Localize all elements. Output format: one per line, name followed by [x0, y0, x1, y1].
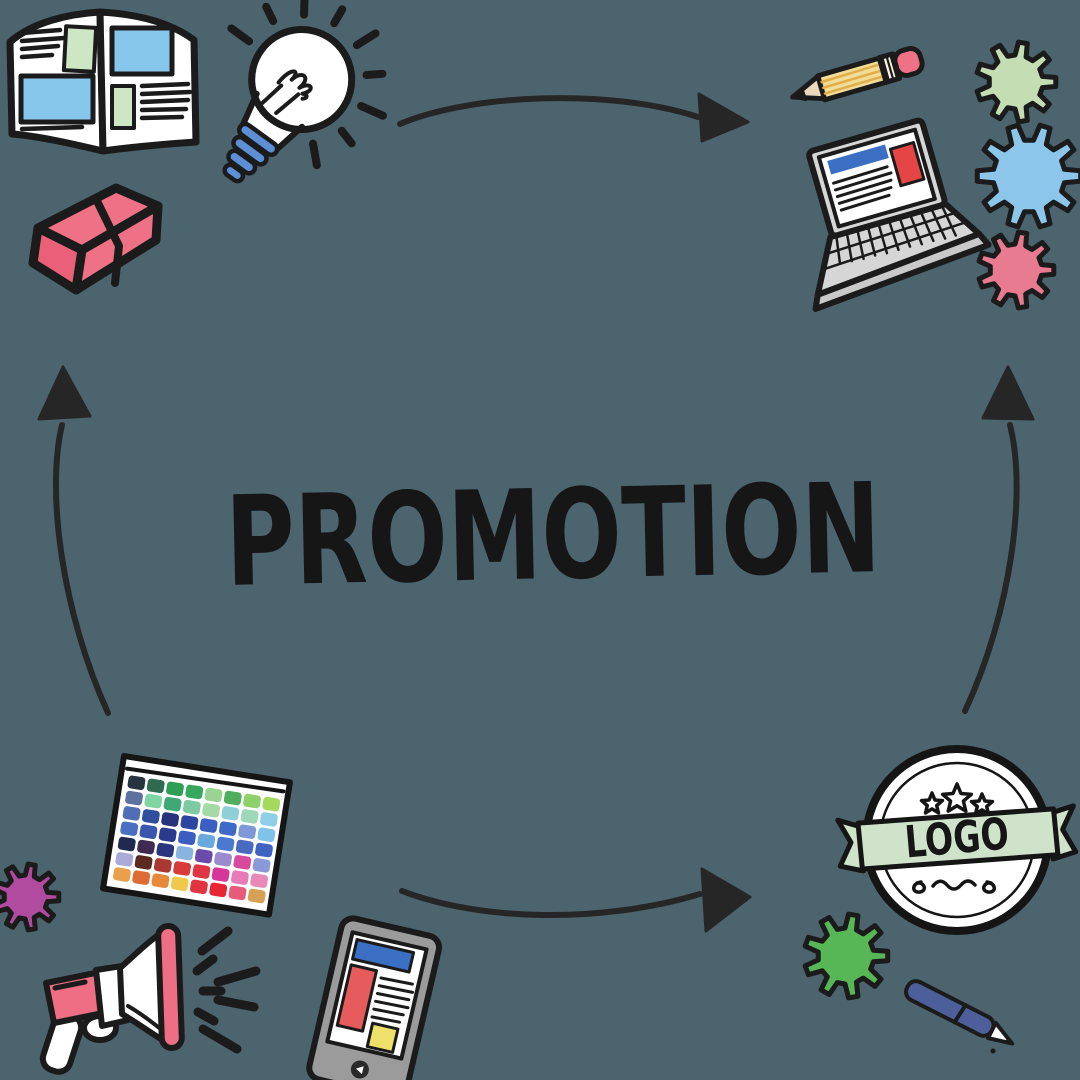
magazine-left-page: [18, 24, 99, 132]
palette-swatch: [175, 845, 194, 861]
palette-swatch: [158, 827, 177, 843]
palette-swatch: [173, 861, 192, 876]
palette-swatch: [204, 787, 223, 803]
palette-swatch: [214, 852, 232, 867]
palette-swatch: [182, 799, 201, 815]
palette-swatch: [180, 815, 199, 830]
palette-swatch: [146, 778, 165, 794]
lightbulb-base: [222, 121, 280, 184]
palette-swatch: [199, 818, 218, 833]
laptop-screen-image-block: [888, 141, 926, 188]
ink-dot: [990, 1048, 996, 1054]
gear-green-icon: [974, 39, 1059, 125]
palette-swatch: [221, 806, 240, 821]
palette-swatch: [151, 873, 170, 888]
star-icon: [940, 782, 974, 813]
magazine-right-page: [109, 25, 193, 130]
palette-swatch: [197, 833, 216, 849]
palette-swatch: [120, 821, 139, 836]
pen-icon: [904, 979, 1015, 1046]
palette-swatch: [219, 821, 237, 836]
badge-label: LOGO: [903, 809, 1011, 869]
gear-pink-icon: [976, 229, 1057, 311]
palette-swatch: [235, 839, 254, 855]
megaphone-icon: [39, 923, 261, 1075]
badge-stars: [919, 782, 995, 816]
palette-swatch: [139, 824, 158, 840]
palette-swatch: [262, 796, 281, 812]
palette-swatch: [156, 842, 175, 858]
palette-swatch: [216, 836, 235, 852]
palette-swatch: [228, 885, 247, 901]
pencil-icon: [790, 46, 925, 103]
star-icon: [919, 791, 945, 815]
palette-swatch: [144, 793, 163, 809]
gear-green2-icon: [802, 911, 891, 1001]
eraser-icon: [28, 183, 163, 295]
curved-arrow-right-icon: [962, 365, 1035, 714]
page-title: PROMOTION: [224, 457, 882, 615]
palette-swatch: [240, 809, 259, 824]
curved-arrow-top-icon: [397, 92, 750, 143]
palette-swatch: [127, 775, 146, 791]
palette-swatch: [192, 864, 211, 879]
palette-swatch: [257, 827, 276, 842]
palette-swatch: [202, 803, 220, 818]
palette-swatch: [117, 836, 136, 852]
laptop-icon: [806, 117, 992, 312]
palette-swatch: [190, 879, 208, 895]
smartphone-icon: [306, 915, 443, 1080]
sound-waves: [192, 926, 261, 1054]
palette-swatch: [163, 796, 182, 812]
phone-screen-banner: [351, 938, 416, 974]
palette-swatch: [211, 867, 230, 882]
palette-swatch: [132, 870, 151, 885]
palette-swatch: [170, 876, 189, 892]
color-palette-grid: [113, 775, 281, 904]
badge-flourish: [912, 879, 996, 894]
palette-swatch: [153, 858, 172, 873]
palette-swatch: [125, 790, 143, 806]
palette-swatch: [137, 839, 155, 855]
palette-swatch: [161, 812, 180, 827]
palette-swatch: [243, 793, 261, 809]
laptop-keyboard: [822, 204, 968, 271]
lightbulb-rays: [227, 0, 387, 170]
palette-swatch: [115, 852, 134, 867]
laptop-screen-banner: [827, 144, 889, 175]
phone-screen-image-block: [335, 963, 379, 1033]
palette-swatch: [250, 873, 269, 888]
palette-swatch: [166, 781, 184, 797]
palette-swatch: [252, 858, 271, 873]
badge-ribbon: LOGO: [835, 803, 1079, 874]
open-magazine-icon: [6, 8, 200, 155]
palette-swatch: [223, 790, 242, 806]
palette-swatch: [141, 809, 160, 824]
palette-swatch: [178, 830, 196, 846]
palette-swatch: [134, 855, 153, 870]
palette-swatch: [259, 812, 278, 827]
curved-arrow-left-icon: [37, 365, 111, 716]
palette-swatch: [255, 842, 273, 858]
gear-blue-icon: [974, 122, 1080, 230]
palette-swatch: [238, 824, 257, 839]
logo-badge-icon: LOGO: [835, 745, 1079, 935]
color-palette-icon: [100, 753, 293, 918]
palette-swatch: [113, 867, 131, 882]
palette-swatch: [209, 882, 228, 898]
palette-swatch: [230, 870, 249, 885]
palette-swatch: [194, 848, 213, 864]
star-icon: [969, 792, 995, 816]
palette-swatch: [233, 855, 252, 870]
lightbulb-icon: [222, 0, 387, 184]
palette-swatch: [185, 784, 204, 800]
palette-swatch: [247, 888, 266, 904]
gear-purple-icon: [0, 861, 62, 933]
curved-arrow-bottom-icon: [399, 867, 752, 933]
palette-swatch: [122, 806, 141, 821]
